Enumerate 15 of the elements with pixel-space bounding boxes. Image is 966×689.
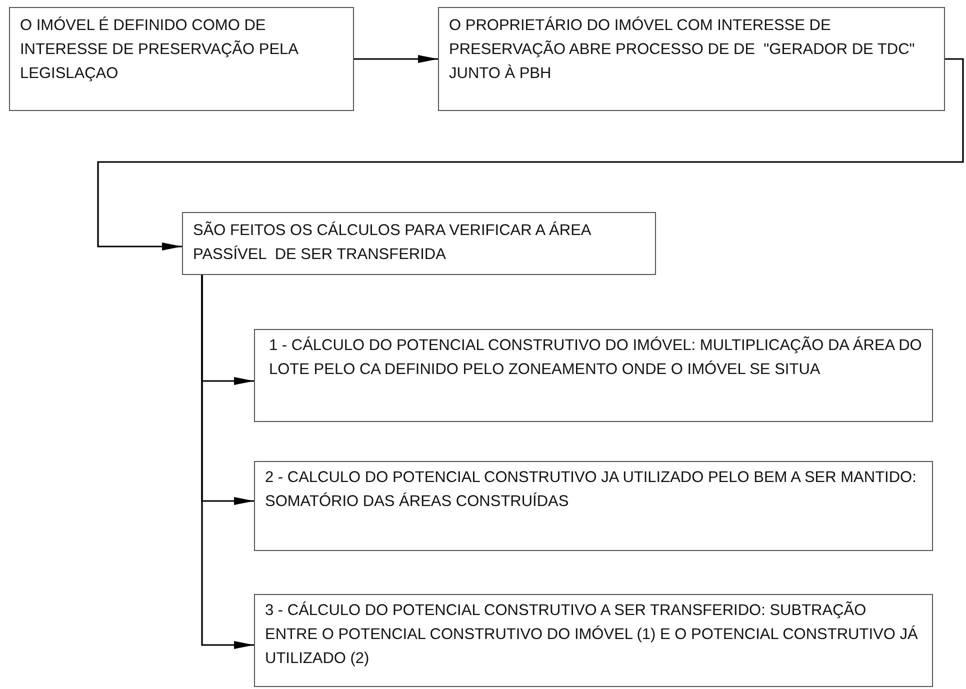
process-box — [254, 594, 933, 687]
arrow — [97, 58, 964, 250]
step-text: 1 - CÁLCULO DO POTENCIAL CONSTRUTIVO DO IMÓVEL: MULTIPLICAÇÃO DA ÁREA DO LOTE PELO CA DEFINIDO PELO ZONEAMENTO ONDE O IMÓVEL SE SITUA — [269, 335, 922, 380]
process-box — [438, 7, 945, 111]
process-box — [9, 7, 354, 111]
process-box — [254, 329, 933, 422]
arrow — [354, 55, 438, 63]
step-text: O IMÓVEL É DEFINIDO COMO DE INTERESSE DE PRESERVAÇÃO PELA LEGISLAÇAO — [20, 16, 300, 84]
step-text: 2 - CALCULO DO POTENCIAL CONSTRUTIVO JA UTILIZADO PELO BEM A SER MANTIDO: SOMATÓRIO DAS ÁREAS CONSTRUÍDAS — [265, 468, 918, 512]
process-box — [182, 212, 656, 275]
step-text: 3 - CÁLCULO DO POTENCIAL CONSTRUTIVO A SER TRANSFERIDO: SUBTRAÇÃO ENTRE O POTENCIAL CONSTRUTIVO DO IMÓVEL (1) E O POTENCIAL CONSTRUTIVO JÁ UTILIZADO (2) — [265, 600, 919, 669]
step-text: O PROPRIETÁRIO DO IMÓVEL COM INTERESSE DE PRESERVAÇÃO ABRE PROCESSO DE DE "GERADOR DE TDC" JUNTO À PBH — [449, 16, 916, 84]
step-text: SÃO FEITOS OS CÁLCULOS PARA VERIFICAR A ÁREA PASSÍVEL DE SER TRANSFERIDA — [193, 220, 592, 265]
process-box — [254, 461, 933, 551]
arrow — [201, 275, 254, 649]
